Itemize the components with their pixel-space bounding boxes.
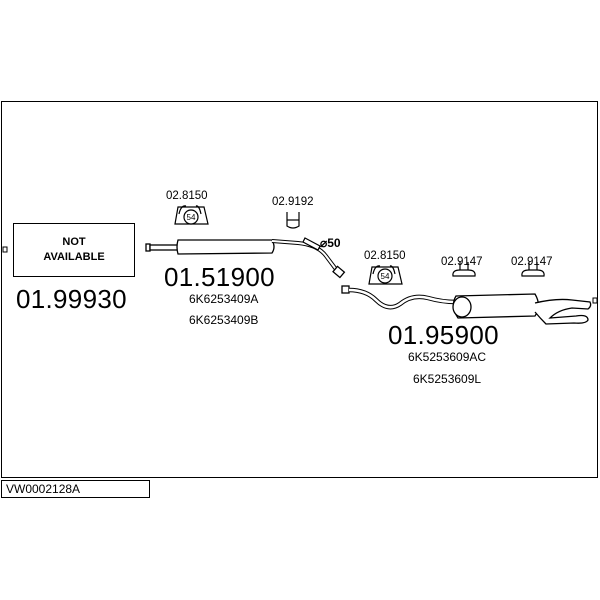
connector-diameter: ⌀50 [320, 236, 341, 250]
connector-icon [286, 212, 321, 251]
connector-code: 02.9192 [272, 196, 314, 208]
oem-number-front-2: 6K6253409B [189, 313, 259, 327]
oem-number-rear-2: 6K5253609L [413, 372, 482, 386]
right-end-marker [592, 297, 598, 304]
part-number-front-silencer: 01.51900 [164, 262, 275, 292]
hanger-code-2: 02.9147 [511, 256, 553, 268]
part-number-not-available: 01.99930 [16, 284, 127, 314]
hanger-code-1: 02.9147 [441, 256, 483, 268]
front-clamp-size: 54 [187, 213, 196, 222]
rear-clamp-icon: 54 [368, 265, 403, 285]
oem-number-rear-1: 6K5253609AC [408, 350, 487, 364]
hanger-icon-1 [452, 262, 476, 277]
rear-silencer [341, 285, 592, 325]
part-number-rear-silencer: 01.95900 [388, 320, 499, 350]
clamp-code-rear: 02.8150 [364, 250, 406, 262]
reference-box: VW0002128A [1, 480, 150, 498]
front-clamp-icon: 54 [174, 205, 209, 225]
diagram-frame [1, 101, 598, 478]
rear-clamp-size: 54 [381, 272, 390, 281]
left-end-marker [2, 246, 8, 253]
hanger-icon-2 [521, 262, 545, 277]
clamp-code-front: 02.8150 [166, 190, 208, 202]
oem-number-front-1: 6K6253409A [189, 292, 259, 306]
not-available-box: NOT AVAILABLE [13, 223, 135, 277]
